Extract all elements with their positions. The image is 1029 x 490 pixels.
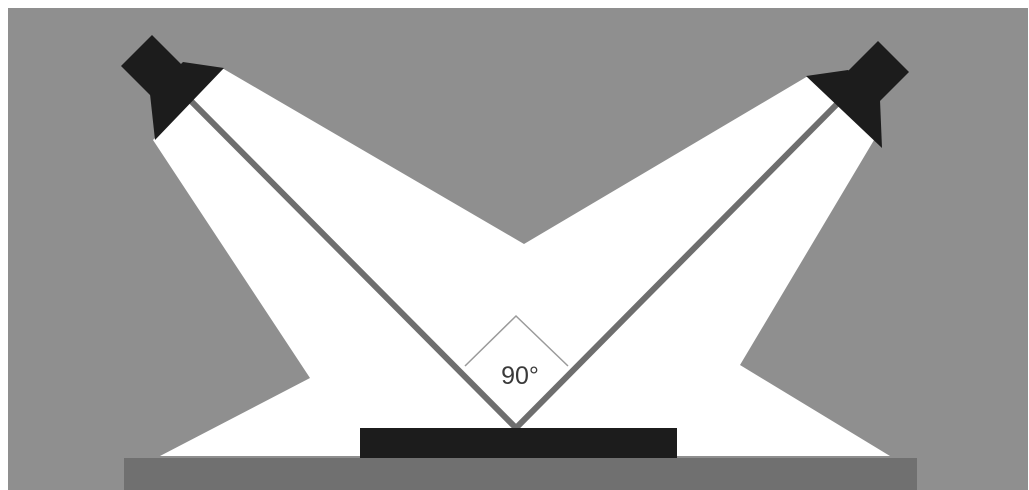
right-light-axis [513, 97, 844, 431]
angle-marker [464, 314, 569, 367]
left-light-axis [187, 97, 519, 431]
angle-label: 90° [501, 362, 539, 390]
left-lamp-head [150, 62, 224, 140]
left-lamp-spotlight-icon [121, 35, 224, 140]
right-lamp-head [806, 70, 882, 148]
subject-artwork [360, 428, 677, 458]
light-beams [153, 68, 890, 456]
table-surface [124, 458, 917, 490]
right-lamp-spotlight-icon [806, 41, 909, 148]
